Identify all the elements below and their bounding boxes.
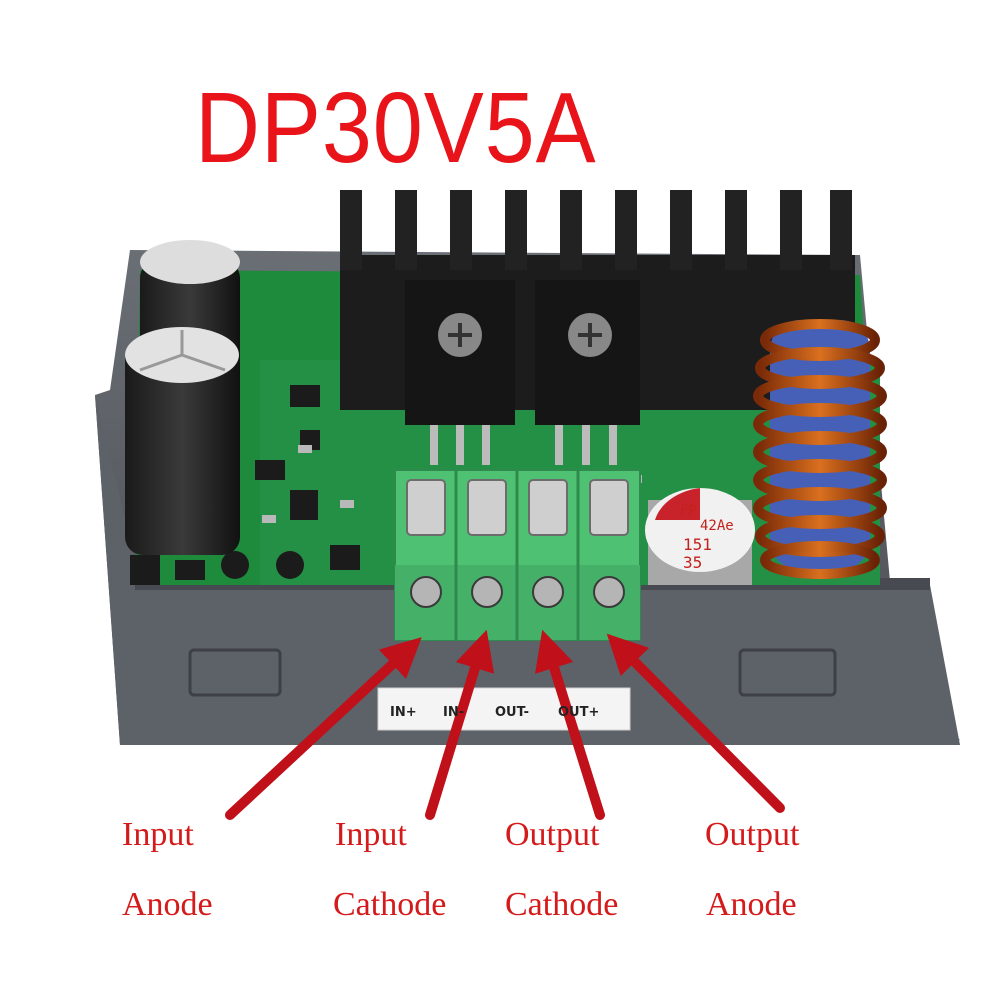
label-input-cathode-line1: Input [335,816,407,853]
terminal-label-out-plus: OUT+ [558,705,600,720]
label-output-anode-line1: Output [705,816,800,853]
arrow-input-cathode [425,629,495,820]
housing-clip-left [188,648,282,697]
capacitor-marking-1: FP [680,503,697,519]
inductor-coil [753,319,887,579]
mosfet-right [535,280,640,465]
label-input-anode-line2: Anode [122,886,213,923]
capacitor-marking-2: 42Ae [700,518,734,534]
terminal-label-in-minus: IN- [443,705,465,720]
terminal-label-in-plus: IN+ [390,705,417,720]
capacitor-marking-3: 151 [683,535,712,554]
product-title: DP30V5A [195,72,597,184]
label-input-anode-line1: Input [122,816,194,853]
capacitor-marking-4: 35 [683,553,702,572]
arrow-input-anode [225,637,422,820]
label-output-anode-line2: Anode [706,886,797,923]
arrow-output-cathode [535,629,605,820]
terminal-label-out-minus: OUT- [495,705,529,720]
label-output-cathode-line1: Output [505,816,600,853]
terminal-label-strip [377,687,631,731]
capacitor-front [125,327,240,555]
mosfet-left [405,280,515,465]
terminal-block [394,469,641,641]
arrow-output-anode [606,633,785,813]
housing-clip-right [738,648,837,697]
polymer-capacitor: FP 42Ae 151 35 [645,488,755,585]
label-input-cathode-line2: Cathode [333,886,447,923]
label-output-cathode-line2: Cathode [505,886,619,923]
